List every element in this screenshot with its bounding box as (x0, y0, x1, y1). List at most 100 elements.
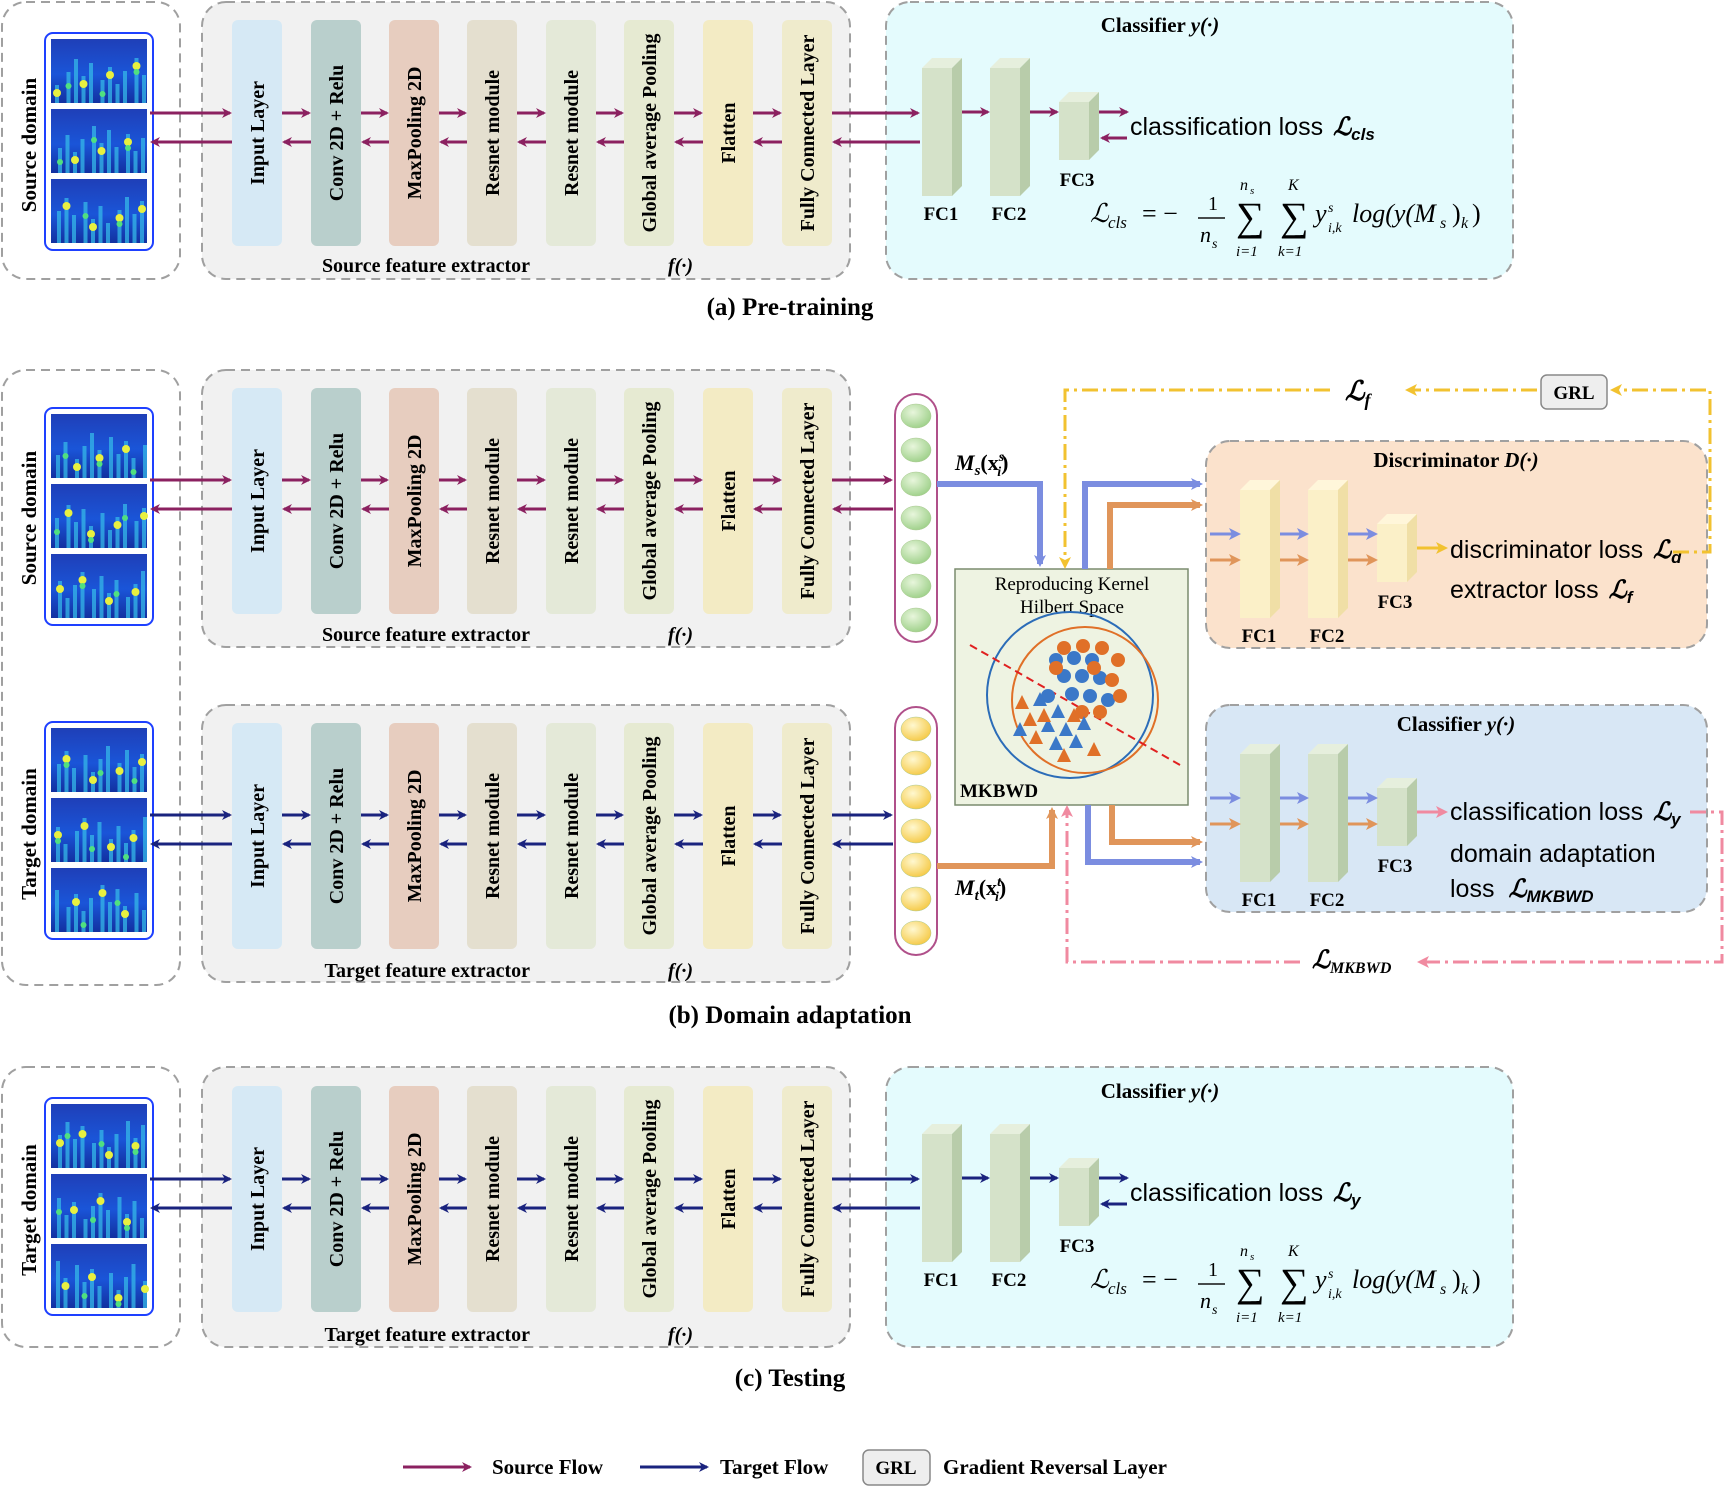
layer-label: Resnet module (561, 70, 583, 196)
layer-block (782, 388, 832, 614)
svg-text:cls: cls (1108, 213, 1127, 232)
svg-text:i=1: i=1 (1236, 244, 1258, 260)
layer-label: Resnet module (482, 438, 504, 564)
fc-label: FC1 (924, 1270, 959, 1291)
fc-label: FC2 (1310, 626, 1345, 647)
svg-text:log(y(M: log(y(M (1352, 1265, 1437, 1294)
svg-text:s: s (1212, 237, 1218, 252)
svg-text:i=1: i=1 (1236, 1310, 1258, 1326)
svg-text:n: n (1200, 222, 1211, 247)
layer-block (782, 1086, 832, 1312)
domain-adaptation-loss-label: domain adaptation (1450, 840, 1656, 868)
fc-label: FC2 (1310, 890, 1345, 911)
mkbwd-loss-feedback-label: ℒMKBWD (1312, 947, 1392, 977)
rkhs-method-label: MKBWD (960, 781, 1038, 802)
layer-label: Fully Connected Layer (797, 1101, 819, 1298)
layer-block (546, 1086, 596, 1312)
layer-block (703, 723, 753, 949)
svg-text:s: s (1250, 1251, 1254, 1263)
layer-block (232, 388, 282, 614)
classifier-title: Classifier y(·) (1101, 13, 1220, 37)
layer-block (782, 20, 832, 246)
svg-text:n: n (1200, 1288, 1211, 1313)
flow-arrows (150, 810, 893, 849)
discriminator-fc-set: FC1 FC2 FC3 (1210, 480, 1448, 647)
classifier-title: Classifier y(·) (1101, 1079, 1220, 1103)
svg-text:k: k (1461, 215, 1469, 232)
layer-label: Global average Pooling (639, 34, 661, 233)
spectrogram-icon (44, 721, 154, 940)
svg-text:∑: ∑ (1236, 1260, 1265, 1305)
svg-text:n: n (1240, 1243, 1248, 1260)
layer-label: Conv 2D + Relu (326, 65, 348, 201)
mkbwd-loss-feedback-path (1061, 805, 1724, 968)
classifier-box (885, 1066, 1514, 1348)
layer-label: Resnet module (482, 70, 504, 196)
svg-text:k=1: k=1 (1278, 1310, 1302, 1326)
fc-label: FC3 (1378, 592, 1413, 613)
svg-text:n: n (1240, 177, 1248, 194)
layer-label: Flatten (718, 102, 740, 163)
domains-box (1, 369, 181, 986)
layer-block (389, 20, 439, 246)
svg-text:k: k (1461, 1281, 1469, 1298)
fc-label: FC1 (924, 204, 959, 225)
svg-text:log(y(M: log(y(M (1352, 199, 1437, 228)
svg-text:cls: cls (1108, 1279, 1127, 1298)
svg-text:1: 1 (1208, 193, 1218, 215)
layer-block (389, 388, 439, 614)
layer-label: Global average Pooling (639, 737, 661, 936)
svg-text:∑: ∑ (1280, 1260, 1309, 1305)
target-domain-box (1, 1066, 181, 1348)
flow-arrows (150, 1174, 920, 1213)
spectrogram-icon (44, 32, 154, 251)
svg-text:): ) (1452, 199, 1461, 228)
svg-text:∑: ∑ (1280, 194, 1309, 239)
layer-block (624, 388, 674, 614)
layer-block (389, 723, 439, 949)
svg-text:s: s (1328, 1267, 1334, 1282)
layer-block (546, 20, 596, 246)
layer-label: MaxPooling 2D (404, 1133, 426, 1266)
extractor-func: f(·) (668, 1324, 693, 1346)
layer-label: Resnet module (561, 438, 583, 564)
layer-label: Global average Pooling (639, 1100, 661, 1299)
svg-text:s: s (1440, 1281, 1446, 1298)
layer-label: Input Layer (247, 81, 269, 185)
extractor-loss-feedback-path (1059, 384, 1712, 569)
legend-source-flow: Source Flow (492, 1455, 604, 1479)
fc-label: FC1 (1242, 626, 1277, 647)
layer-label: Input Layer (247, 449, 269, 553)
fc-label: FC1 (1242, 890, 1277, 911)
layer-block (467, 723, 517, 949)
layer-block (311, 1086, 361, 1312)
svg-text:k=1: k=1 (1278, 244, 1302, 260)
grl-box (1540, 374, 1608, 410)
svg-text:ℒ: ℒ (1090, 199, 1110, 228)
layer-block (311, 723, 361, 949)
layer-label: MaxPooling 2D (404, 435, 426, 568)
layer-block (703, 20, 753, 246)
layer-label: Flatten (718, 805, 740, 866)
extractor-loss-feedback-label: ℒf (1345, 376, 1372, 410)
svg-text:i,k: i,k (1328, 1287, 1342, 1302)
layer-block (232, 723, 282, 949)
layer-block (546, 388, 596, 614)
source-domain-box (1, 1, 181, 280)
layer-label: MaxPooling 2D (404, 67, 426, 200)
extractor-func: f(·) (668, 960, 693, 982)
feature-scatter-icon (969, 611, 1181, 779)
extractor-label: Source feature extractor (322, 255, 530, 277)
svg-text:): ) (1472, 199, 1481, 228)
